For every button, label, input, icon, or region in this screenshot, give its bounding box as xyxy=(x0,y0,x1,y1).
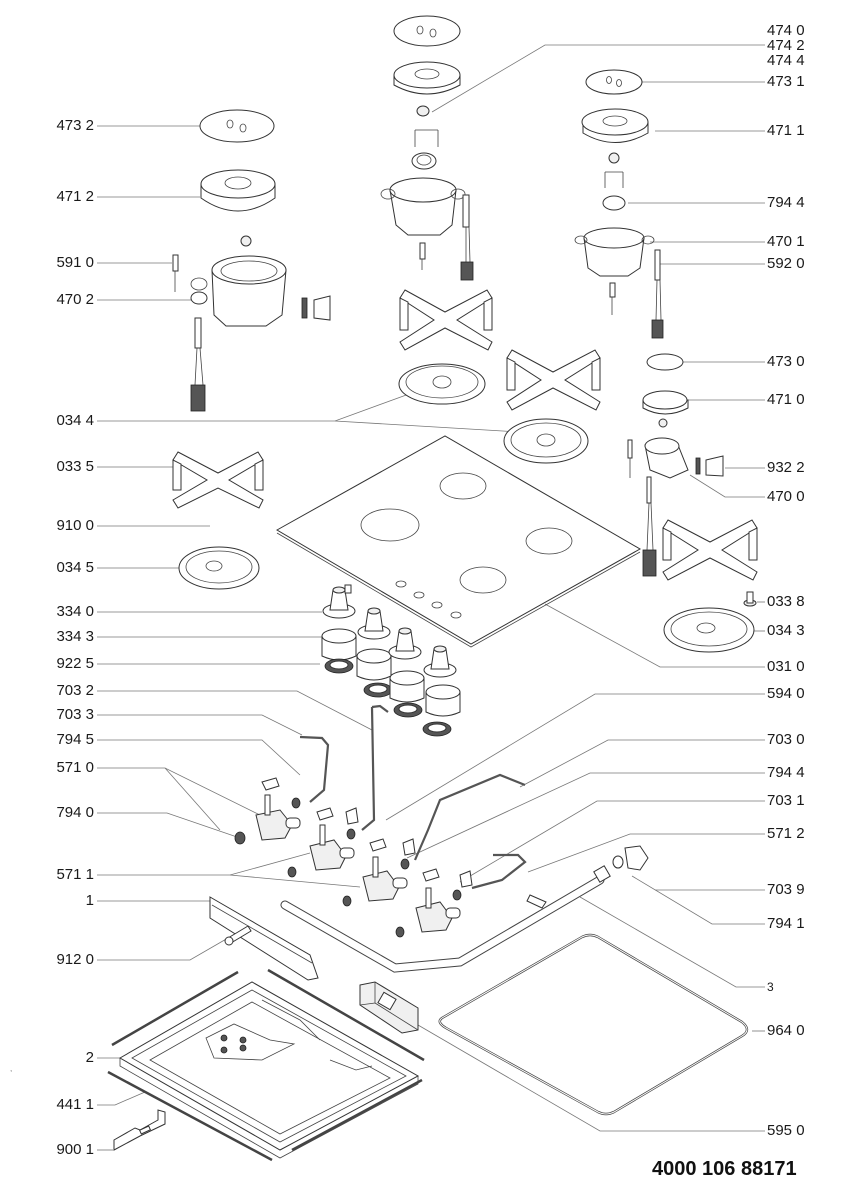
part-label-473-1[interactable]: 473 1 xyxy=(767,73,805,90)
part-label-900-1[interactable]: 900 1 xyxy=(56,1141,94,1158)
part-label-441-1[interactable]: 441 1 xyxy=(56,1096,94,1113)
glass-top xyxy=(275,435,642,648)
fixing-bracket xyxy=(113,1109,166,1151)
part-label-470-2[interactable]: 470 2 xyxy=(56,291,94,308)
part-label-471-0[interactable]: 471 0 xyxy=(767,391,805,408)
part-label-470-1[interactable]: 470 1 xyxy=(767,233,805,250)
part-label-334-0[interactable]: 334 0 xyxy=(56,603,94,620)
part-label-703-0[interactable]: 703 0 xyxy=(767,731,805,748)
part-label-703-2[interactable]: 703 2 xyxy=(56,682,94,699)
burner-assembly-rear-left xyxy=(172,109,331,412)
part-label-471-2[interactable]: 471 2 xyxy=(56,188,94,205)
part-label-334-3[interactable]: 334 3 xyxy=(56,628,94,645)
gas-valves xyxy=(234,777,473,938)
part-label-910-0[interactable]: 910 0 xyxy=(56,517,94,534)
part-label-2[interactable]: 2 xyxy=(85,1049,94,1066)
part-label-594-0[interactable]: 594 0 xyxy=(767,685,805,702)
leader-lines-right xyxy=(385,44,765,1132)
burner-assembly-front-right xyxy=(627,353,724,577)
burner-assembly-center xyxy=(380,15,474,281)
part-label-794-4-upper[interactable]: 794 4 xyxy=(767,194,805,211)
part-label-922-5[interactable]: 922 5 xyxy=(56,655,94,672)
part-label-034-4[interactable]: 034 4 xyxy=(56,412,94,429)
part-label-470-0[interactable]: 470 0 xyxy=(767,488,805,505)
part-label-912-0[interactable]: 912 0 xyxy=(56,951,94,968)
pan-supports xyxy=(172,289,758,581)
part-label-703-9[interactable]: 703 9 xyxy=(767,881,805,898)
ignition-module xyxy=(359,981,419,1034)
stray-mark: , xyxy=(10,1064,13,1073)
drip-trays xyxy=(178,363,757,653)
part-label-034-3[interactable]: 034 3 xyxy=(767,622,805,639)
part-label-794-0[interactable]: 794 0 xyxy=(56,804,94,821)
bottom-tray xyxy=(107,968,425,1162)
part-label-703-1[interactable]: 703 1 xyxy=(767,792,805,809)
part-label-703-3[interactable]: 703 3 xyxy=(56,706,94,723)
bracket-rail xyxy=(209,896,319,981)
part-label-1[interactable]: 1 xyxy=(85,892,94,909)
part-label-794-4-lower[interactable]: 794 4 xyxy=(767,764,805,781)
part-label-473-2[interactable]: 473 2 xyxy=(56,117,94,134)
part-label-592-0[interactable]: 592 0 xyxy=(767,255,805,272)
part-label-033-5[interactable]: 033 5 xyxy=(56,458,94,475)
part-label-474-4[interactable]: 474 4 xyxy=(767,52,805,69)
part-label-474-0[interactable]: 474 0 xyxy=(767,22,805,39)
part-label-794-1[interactable]: 794 1 xyxy=(767,915,805,932)
part-label-595-0[interactable]: 595 0 xyxy=(767,1122,805,1139)
gas-pipes xyxy=(280,704,649,973)
part-label-571-0[interactable]: 571 0 xyxy=(56,759,94,776)
gasket-seal xyxy=(438,933,749,1116)
control-knobs xyxy=(321,584,461,737)
document-number: 4000 106 88171 xyxy=(652,1158,797,1180)
part-label-031-0[interactable]: 031 0 xyxy=(767,658,805,675)
part-label-033-8[interactable]: 033 8 xyxy=(767,593,805,610)
part-label-932-2[interactable]: 932 2 xyxy=(767,459,805,476)
part-label-571-1[interactable]: 571 1 xyxy=(56,866,94,883)
burner-assembly-rear-right xyxy=(574,69,664,339)
part-label-964-0[interactable]: 964 0 xyxy=(767,1022,805,1039)
part-label-794-5[interactable]: 794 5 xyxy=(56,731,94,748)
part-label-034-5[interactable]: 034 5 xyxy=(56,559,94,576)
leader-lines-left xyxy=(97,125,521,1151)
part-label-3[interactable]: 3 xyxy=(767,980,774,994)
part-label-474-2[interactable]: 474 2 xyxy=(767,37,805,54)
part-label-473-0[interactable]: 473 0 xyxy=(767,353,805,370)
part-label-471-1[interactable]: 471 1 xyxy=(767,122,805,139)
part-label-571-2[interactable]: 571 2 xyxy=(767,825,805,842)
part-label-591-0[interactable]: 591 0 xyxy=(56,254,94,271)
